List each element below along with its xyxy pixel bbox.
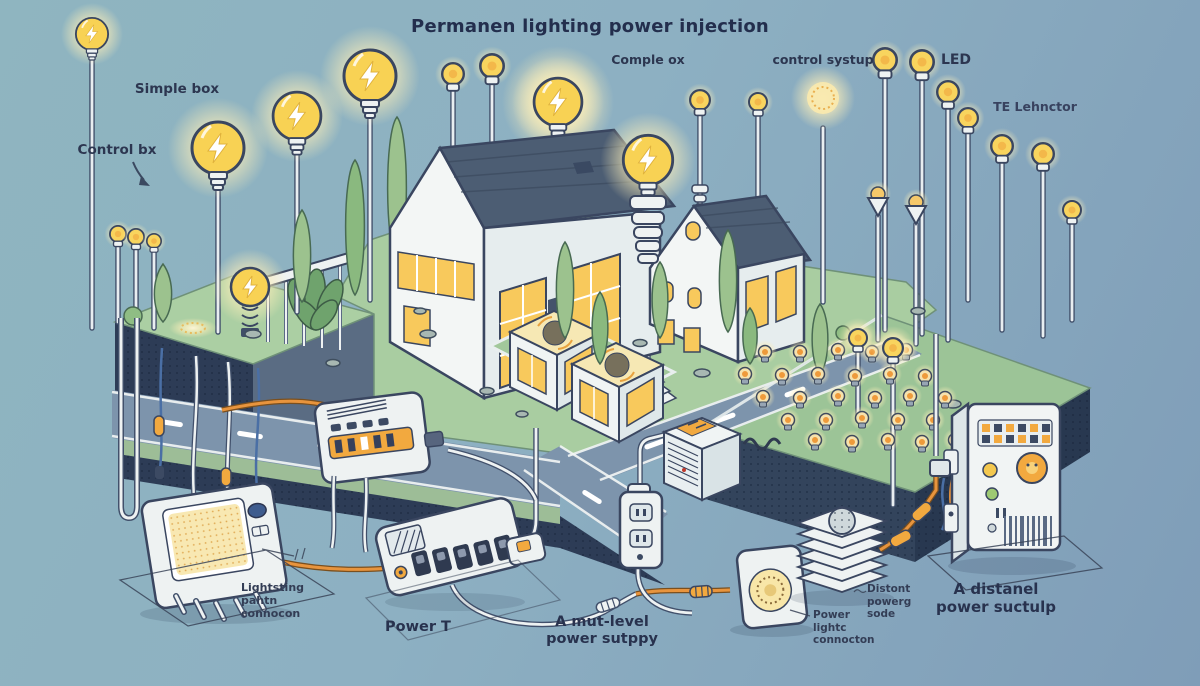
ac-unit-device (661, 416, 743, 502)
label-power-t: Power T (385, 619, 451, 635)
label-line: connocton (813, 634, 875, 647)
window (685, 221, 701, 241)
label-comple-ox: Comple ox (611, 52, 685, 67)
glow-disc (169, 318, 217, 338)
label-line: connocon (241, 607, 301, 621)
callout-lines (118, 161, 1104, 641)
strip-plugs (411, 534, 514, 577)
heatsink-device (795, 506, 889, 593)
cabinet-barcode (1004, 516, 1052, 546)
label-led: LED (940, 52, 972, 68)
label-line: lightc (813, 621, 847, 634)
window (683, 327, 701, 353)
label-line: A mut-level (555, 614, 649, 630)
page-title: Permanen lighting power injection (411, 16, 769, 37)
label-control-bx: Control bx (77, 142, 157, 158)
indicator-yellow (982, 462, 998, 478)
label-line: Lightsting (241, 581, 305, 594)
panel-connector-pins (173, 591, 267, 622)
label-power-lights-connection: Power lightc connocton (813, 609, 875, 647)
label-distant-power-supply: A distanel power suctulp (936, 580, 1056, 616)
spring-bulb (212, 249, 288, 337)
label-line: powerg (867, 595, 912, 608)
house-2 (648, 194, 813, 364)
coiled-cable (742, 437, 782, 451)
label-simple-box: Simple box (134, 81, 220, 97)
window (775, 264, 797, 324)
indicator-green (985, 487, 999, 501)
glow-ball (791, 66, 855, 130)
label-line: sode (867, 608, 896, 621)
bulb-field (732, 318, 981, 455)
converter-box-device (313, 391, 445, 485)
button-device (505, 532, 547, 566)
street-bulbs (60, 2, 1088, 254)
power-cabinet-device (929, 401, 1062, 565)
label-line: pahtn (241, 594, 278, 608)
power-strip-device (374, 497, 526, 597)
label-te-lehnctor: TE Lehnctor (993, 99, 1077, 114)
label-line: Distont (867, 583, 911, 595)
power-light-connector-device (735, 544, 809, 630)
label-line: A distanel (953, 580, 1039, 598)
cabinet-plug (929, 459, 951, 477)
label-multi-level-power-supply: A mut-level power sutppy (546, 614, 658, 649)
label-distant-power-node: Distont powerg sode (867, 583, 911, 621)
collared-bulb (599, 111, 697, 264)
window (687, 287, 702, 309)
label-line: power sutppy (546, 631, 658, 648)
plug-adapter-device (618, 483, 664, 570)
panel-button (247, 502, 267, 519)
label-control-systup: control systup (772, 52, 874, 67)
label-line: Power (813, 609, 850, 621)
label-lighting-path-connection: Lightsting pahtn connocon (241, 581, 304, 621)
label-line: power suctulp (936, 598, 1056, 616)
